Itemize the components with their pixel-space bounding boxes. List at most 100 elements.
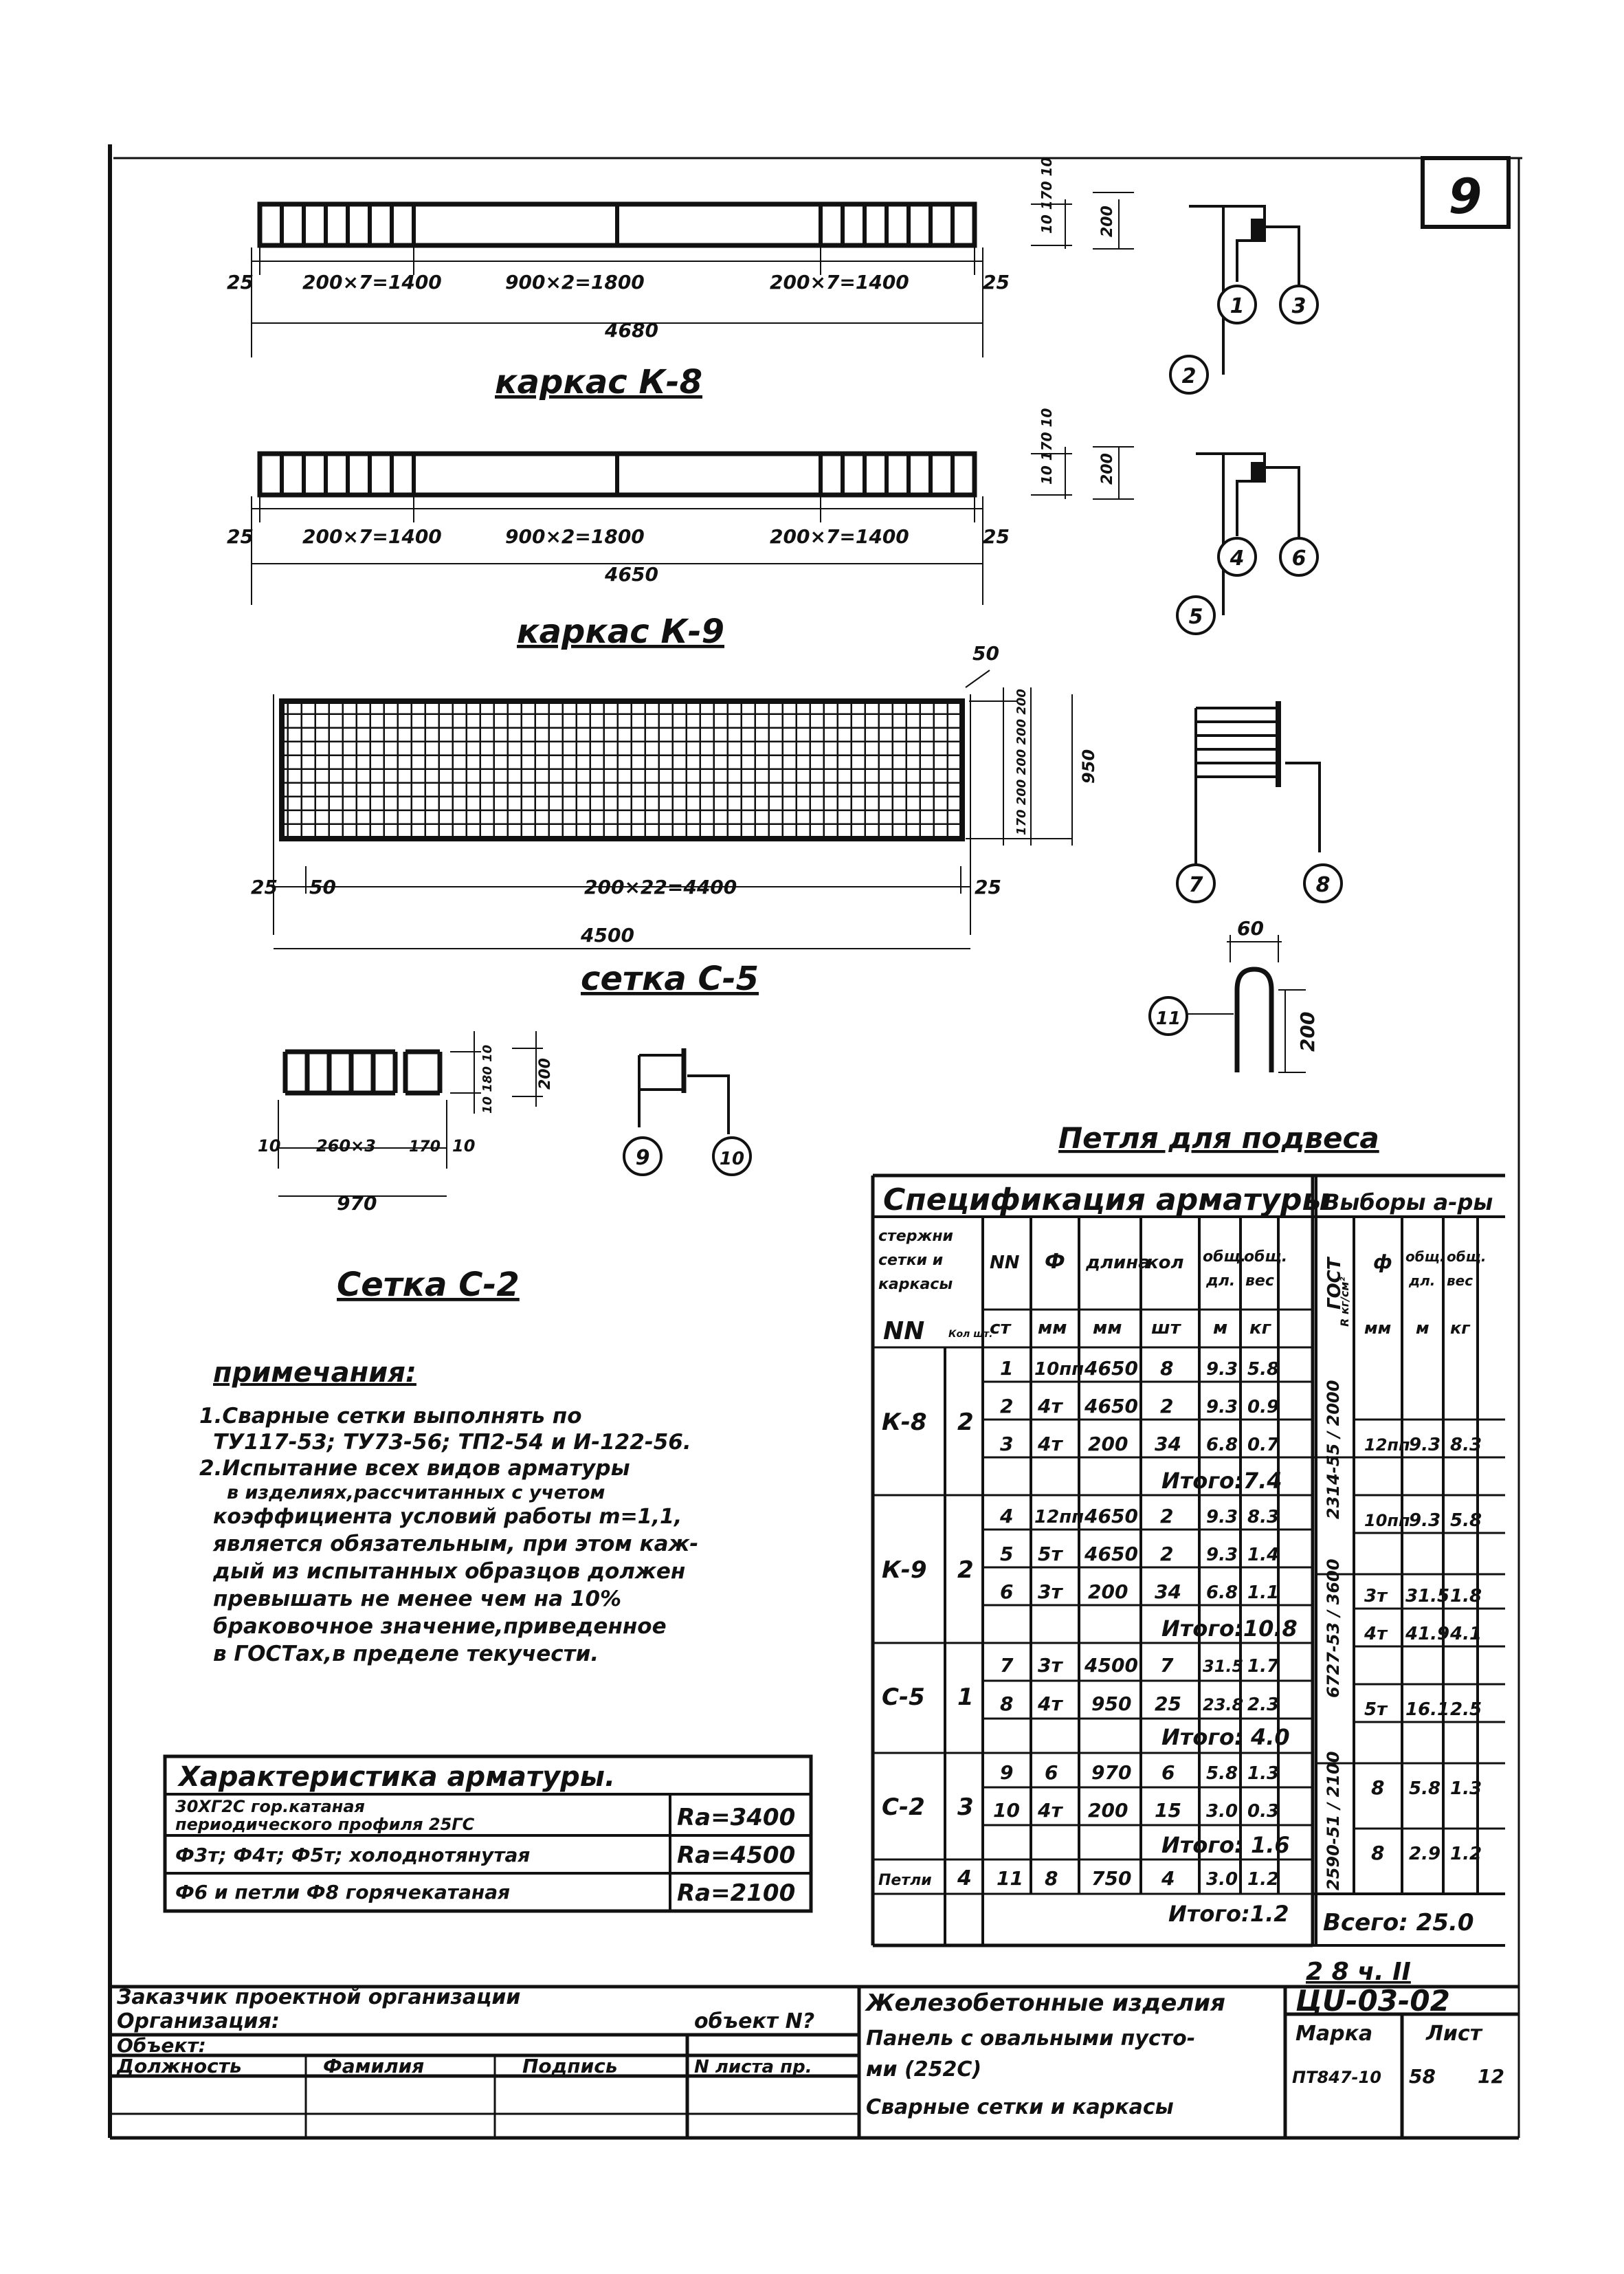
selection-cell: 8 [1371,1842,1384,1864]
spec-cell: 4650 [1084,1543,1138,1565]
spec-cell: 10 [993,1799,1020,1822]
c5-dim-mid: 200×22=4400 [584,876,737,898]
notes-line: коэффициента условий работы m=1,1, [213,1505,682,1529]
selection-title: Выборы а-ры [1323,1189,1493,1215]
characteristics-r: Rа=4500 [677,1842,795,1869]
spec-loop-name: Петли [878,1872,932,1889]
c2-callout-9: 9 [636,1146,650,1170]
spec-cell: 3 [1000,1433,1013,1455]
notes-line: 1.Сварные сетки выполнять по [199,1404,582,1428]
selection-cell: 1.3 [1450,1778,1482,1799]
spec-loop-total: Итого:1.2 [1168,1901,1289,1927]
k8-dim-right-edge: 25 [983,271,1010,294]
selection-h-tlen: м [1416,1318,1430,1338]
spec-group-name: К-9 [882,1556,927,1584]
selection-gost: 2590-51 / 2100 [1324,1752,1343,1890]
spec-loop-cell: 8 [1045,1867,1058,1890]
k8-callout-2: 2 [1182,364,1197,388]
characteristics-desc: Ф3т; Ф4т; Ф5т; холоднотянутая [175,1844,530,1866]
selection-cell: 2.9 [1409,1844,1441,1864]
characteristics-r: Rа=3400 [677,1804,795,1831]
c2-dim-right-edge: 10 [452,1136,475,1156]
selection-h-tw: вес [1447,1272,1473,1289]
spec-cell: 0.3 [1247,1801,1279,1822]
k8-height: 200 [1099,206,1116,237]
selection-cell: 9.3 [1409,1510,1441,1531]
spec-cell: 3.0 [1206,1801,1238,1822]
tb-col-sheet: N листа пр. [694,2057,812,2077]
selection-cell: 5.8 [1450,1510,1482,1531]
spec-h-tlen: м [1213,1318,1227,1338]
selection-cell: 16.1 [1405,1699,1449,1720]
rebar-specification-table: Спецификация арматуры стержни сетки и ка… [871,1173,1505,1947]
spec-h-tw: общ. [1244,1248,1287,1266]
spec-h-name: каркасы [878,1276,953,1293]
tb-series: Железобетонные изделия [865,1989,1225,2017]
c5-dim-small: 50 [309,876,336,898]
title-block: Заказчик проектной организации Организац… [110,1984,1519,2140]
selection-cell: 3т [1364,1586,1388,1607]
spec-cell: 1.1 [1247,1582,1279,1603]
spec-cell: 34 [1155,1433,1181,1455]
k9-height-small: 10 170 10 [1038,408,1055,485]
spec-cell: 1 [1000,1357,1013,1380]
spec-h-tlen: дл. [1205,1272,1235,1290]
k9-dim-left: 200×7=1400 [302,525,442,548]
spec-cell: 0.9 [1247,1397,1279,1417]
mesh-c5-drawing: 25 50 200×22=4400 25 4500 50 170 200 200… [251,642,1098,998]
c2-dim-left-edge: 10 [258,1136,280,1156]
tb-mark-label: Марка [1295,2022,1372,2046]
spec-h-len: мм [1093,1318,1122,1338]
spec-cell: 4500 [1084,1654,1138,1677]
selection-h-dia: мм [1364,1318,1391,1338]
c5-callout-7: 7 [1189,873,1203,897]
spec-cell: 4т [1037,1692,1063,1715]
selection-cell: 5.8 [1409,1778,1441,1799]
c2-height-small: 10 180 10 [480,1045,495,1114]
spec-h-qty: шт [1151,1318,1182,1338]
notes-line: в ГОСТах,в пределе текучести. [213,1642,599,1666]
spec-cell: 5.8 [1206,1763,1238,1784]
c2-title: Сетка С-2 [337,1266,520,1304]
c5-total: 4500 [580,924,634,947]
spec-cell: 8 [1000,1692,1013,1715]
spec-cell: 4650 [1084,1395,1138,1417]
spec-cell: 9.3 [1206,1359,1238,1380]
selection-cell: 1.8 [1450,1586,1482,1607]
notes-line: в изделиях,рассчитанных с учетом [227,1482,605,1503]
selection-h-tlen: общ. [1405,1248,1445,1265]
spec-cell: 2 [1160,1505,1173,1527]
spec-cell: 0.7 [1247,1435,1280,1455]
sheet-number: 9 [1449,168,1482,225]
spec-cell: 34 [1155,1580,1181,1603]
notes-line: дый из испытанных образцов должен [212,1559,685,1584]
k8-section: 1 3 2 [1169,205,1319,395]
spec-cell: 4т [1037,1395,1063,1417]
spec-group-total: Итого:7.4 [1161,1468,1282,1494]
spec-cell: 6 [1045,1761,1058,1784]
spec-cell: 23.8 [1203,1695,1243,1714]
k8-dim-right: 200×7=1400 [770,271,909,294]
sheet-number-box: 9 [1421,156,1511,229]
characteristics-desc: Ф6 и петли Ф8 горячекатаная [175,1881,510,1903]
k8-callout-1: 1 [1230,294,1245,318]
spec-loop-cell: 750 [1091,1867,1131,1890]
spec-cell: 3т [1038,1580,1063,1603]
tb-mark: ПТ847-10 [1292,2068,1381,2087]
c2-section: 9 10 [623,1048,752,1176]
c2-dim-small: 170 [409,1138,441,1156]
frame-k8-drawing: 25 200×7=1400 900×2=1800 200×7=1400 25 4… [227,157,1134,401]
selection-gost: 6727-53 / 3600 [1324,1559,1343,1698]
spec-cell: 2 [1160,1395,1173,1417]
selection-gost: 2314-55 / 2000 [1324,1380,1343,1519]
notes-line: ТУ117-53; ТУ73-56; ТП2-54 и И-122-56. [213,1430,691,1455]
tb-desc: Сварные сетки и каркасы [866,2095,1174,2119]
k9-callout-6: 6 [1292,547,1306,571]
spec-h-tlen: общ. [1203,1248,1246,1266]
notes-line: превышать не менее чем на 10% [213,1587,621,1611]
spec-group-count: 1 [957,1684,974,1711]
k9-dim-left-edge: 25 [227,525,254,548]
spec-loop-count: 4 [957,1866,972,1890]
part-label: 2 8 ч. II [1306,1958,1411,1986]
